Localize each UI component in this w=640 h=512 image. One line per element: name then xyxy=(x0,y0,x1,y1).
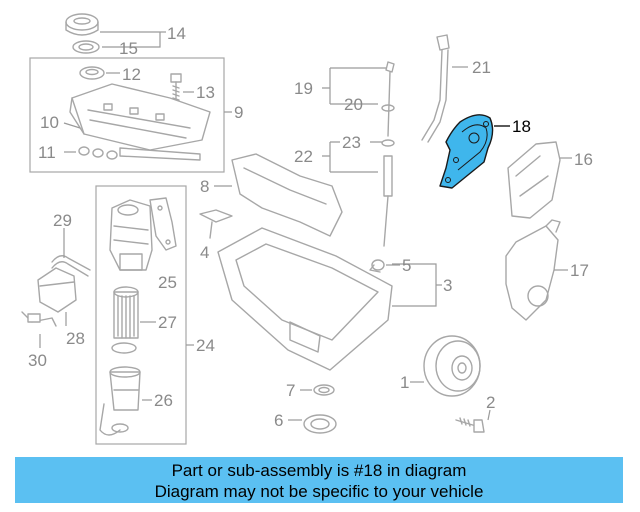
callout-9[interactable]: 9 xyxy=(234,103,243,122)
callout-6[interactable]: 6 xyxy=(274,411,283,430)
callout-20[interactable]: 20 xyxy=(344,95,363,114)
part-upper-timing-cover[interactable] xyxy=(507,141,561,219)
part-cover-cap[interactable] xyxy=(79,66,105,80)
callout-10[interactable]: 10 xyxy=(40,113,59,132)
part-pulley-bolt[interactable] xyxy=(455,417,485,433)
callout-25[interactable]: 25 xyxy=(158,273,177,292)
part-oil-baffle[interactable] xyxy=(231,153,343,237)
callout-4[interactable]: 4 xyxy=(200,243,209,262)
callout-24[interactable]: 24 xyxy=(196,336,215,355)
part-oil-filler-cap[interactable] xyxy=(65,13,99,36)
part-seal-6[interactable] xyxy=(303,414,337,434)
callout-8[interactable]: 8 xyxy=(200,177,209,196)
callout-13[interactable]: 13 xyxy=(196,83,215,102)
callout-14[interactable]: 14 xyxy=(167,24,186,43)
callout-26[interactable]: 26 xyxy=(154,391,173,410)
part-filter-cap-seal[interactable] xyxy=(99,403,129,436)
part-filter-element[interactable] xyxy=(113,286,139,339)
part-dipstick[interactable] xyxy=(381,61,395,137)
part-oil-pan[interactable] xyxy=(217,227,393,371)
part-bracket[interactable] xyxy=(37,267,77,313)
callout-27[interactable]: 27 xyxy=(158,313,177,332)
part-sensor[interactable] xyxy=(21,311,57,327)
callout-15[interactable]: 15 xyxy=(119,39,138,58)
callout-22[interactable]: 22 xyxy=(294,147,313,166)
callout-29[interactable]: 29 xyxy=(53,211,72,230)
callout-1[interactable]: 1 xyxy=(400,373,409,392)
info-banner: Part or sub-assembly is #18 in diagram D… xyxy=(15,457,623,503)
callout-3[interactable]: 3 xyxy=(443,276,452,295)
part-oil-strainer[interactable] xyxy=(199,209,233,239)
banner-part-text: Part or sub-assembly is #18 in diagram xyxy=(171,461,467,480)
part-housing-gasket[interactable] xyxy=(149,197,177,251)
callout-16[interactable]: 16 xyxy=(574,150,593,169)
part-lower-timing-cover[interactable] xyxy=(505,219,561,321)
callout-2[interactable]: 2 xyxy=(486,393,495,412)
part-filter-o-ring[interactable] xyxy=(111,342,137,354)
part-oil-filter-housing[interactable] xyxy=(109,199,153,271)
part-drain-plug[interactable] xyxy=(369,259,385,273)
callout-21[interactable]: 21 xyxy=(472,58,491,77)
part-gasket-set[interactable] xyxy=(78,146,201,161)
callout-23[interactable]: 23 xyxy=(342,133,361,152)
part-seal-7[interactable] xyxy=(313,384,335,396)
callout-28[interactable]: 28 xyxy=(66,329,85,348)
callout-5[interactable]: 5 xyxy=(402,256,411,275)
callout-7[interactable]: 7 xyxy=(286,381,295,400)
part-18-highlighted[interactable] xyxy=(439,114,494,189)
callout-19[interactable]: 19 xyxy=(294,79,313,98)
callout-18[interactable]: 18 xyxy=(512,117,531,136)
part-crank-pulley[interactable] xyxy=(423,335,481,397)
part-dipstick-guide[interactable] xyxy=(381,139,395,247)
part-valve-cover[interactable] xyxy=(69,83,211,151)
part-cap-seal[interactable] xyxy=(72,40,100,54)
banner-disclaimer-text: Diagram may not be specific to your vehi… xyxy=(154,482,484,501)
part-dipstick-tube[interactable] xyxy=(421,34,450,143)
callout-11[interactable]: 11 xyxy=(38,143,56,162)
callout-12[interactable]: 12 xyxy=(122,65,141,84)
callout-30[interactable]: 30 xyxy=(28,351,47,370)
callout-17[interactable]: 17 xyxy=(570,261,589,280)
parts-diagram: 14 15 12 13 9 10 11 19 20 21 18 23 22 16… xyxy=(21,13,593,445)
part-filter-cap[interactable] xyxy=(109,366,141,411)
part-clip[interactable] xyxy=(51,255,91,277)
